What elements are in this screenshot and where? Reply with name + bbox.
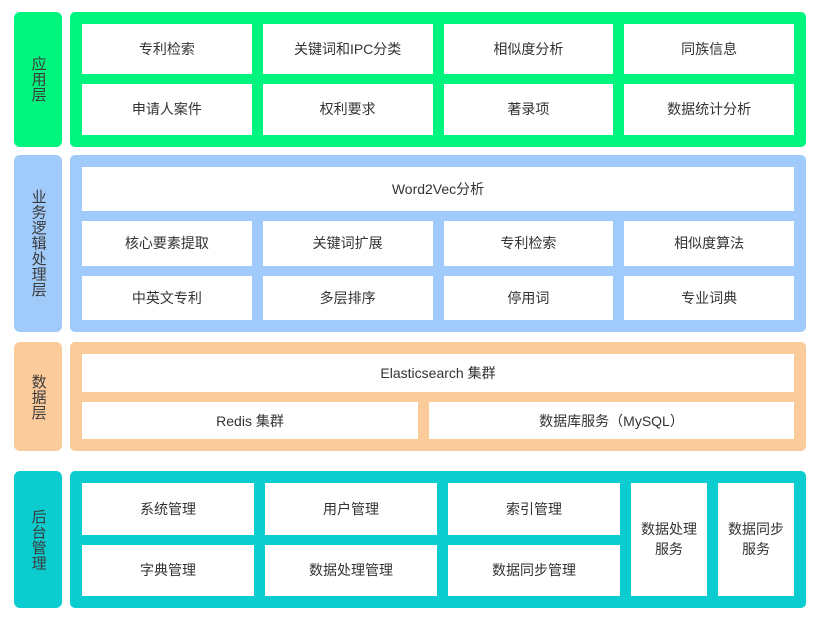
business-row-2: 中英文专利 多层排序 停用词 专业词典 <box>82 275 794 321</box>
module-family-info[interactable]: 同族信息 <box>624 24 794 75</box>
module-patent-search[interactable]: 专利检索 <box>443 221 614 266</box>
layer-business-logic: 业务逻辑处理层 Word2Vec分析 核心要素提取 关键词扩展 专利检索 相似度… <box>14 154 806 333</box>
module-data-sync-management[interactable]: 数据同步管理 <box>448 544 620 597</box>
layer-admin: 后台管理 系统管理 用户管理 索引管理 字典管理 数据处理管理 数据同步管理 数… <box>14 471 806 609</box>
layer-body-data: Elasticsearch 集群 Redis 集群 数据库服务（MySQL） <box>70 342 806 452</box>
module-patent-search[interactable]: 专利检索 <box>82 24 252 75</box>
layer-body-admin: 系统管理 用户管理 索引管理 字典管理 数据处理管理 数据同步管理 数据处理 服… <box>70 471 806 609</box>
module-keyword-ipc-classification[interactable]: 关键词和IPC分类 <box>262 24 433 75</box>
module-dictionary-management[interactable]: 字典管理 <box>82 544 254 597</box>
data-row-split: Redis 集群 数据库服务（MySQL） <box>82 401 794 440</box>
admin-row-1: 系统管理 用户管理 索引管理 <box>82 483 620 535</box>
admin-grid: 系统管理 用户管理 索引管理 字典管理 数据处理管理 数据同步管理 <box>82 483 620 597</box>
module-system-management[interactable]: 系统管理 <box>82 483 254 535</box>
module-multilayer-ranking[interactable]: 多层排序 <box>262 275 433 321</box>
module-database-service-mysql[interactable]: 数据库服务（MySQL） <box>429 401 794 440</box>
module-bibliographic-item[interactable]: 著录项 <box>443 84 614 135</box>
layer-label-admin: 后台管理 <box>14 471 62 609</box>
data-row-banner: Elasticsearch 集群 <box>82 354 794 392</box>
module-word2vec-analysis[interactable]: Word2Vec分析 <box>82 166 794 212</box>
module-redis-cluster[interactable]: Redis 集群 <box>82 401 418 440</box>
module-elasticsearch-cluster[interactable]: Elasticsearch 集群 <box>82 354 794 392</box>
module-similarity-algorithm[interactable]: 相似度算法 <box>624 221 794 266</box>
module-core-element-extraction[interactable]: 核心要素提取 <box>82 221 252 266</box>
module-professional-dictionary[interactable]: 专业词典 <box>624 275 794 321</box>
business-row-banner: Word2Vec分析 <box>82 166 794 212</box>
module-data-processing-service[interactable]: 数据处理 服务 <box>631 483 707 597</box>
layer-application: 应用层 专利检索 关键词和IPC分类 相似度分析 同族信息 申请人案件 权利要求… <box>14 12 806 147</box>
application-row-2: 申请人案件 权利要求 著录项 数据统计分析 <box>82 84 794 135</box>
layer-label-business-logic: 业务逻辑处理层 <box>14 154 62 333</box>
layer-body-application: 专利检索 关键词和IPC分类 相似度分析 同族信息 申请人案件 权利要求 著录项… <box>70 12 806 147</box>
module-data-statistics-analysis[interactable]: 数据统计分析 <box>624 84 794 135</box>
module-data-processing-management[interactable]: 数据处理管理 <box>265 544 437 597</box>
module-similarity-analysis[interactable]: 相似度分析 <box>443 24 614 75</box>
business-row-1: 核心要素提取 关键词扩展 专利检索 相似度算法 <box>82 221 794 266</box>
module-index-management[interactable]: 索引管理 <box>448 483 620 535</box>
layer-body-business-logic: Word2Vec分析 核心要素提取 关键词扩展 专利检索 相似度算法 中英文专利… <box>70 154 806 333</box>
module-keyword-expansion[interactable]: 关键词扩展 <box>262 221 433 266</box>
module-user-management[interactable]: 用户管理 <box>265 483 437 535</box>
admin-row-2: 字典管理 数据处理管理 数据同步管理 <box>82 544 620 597</box>
module-applicant-case[interactable]: 申请人案件 <box>82 84 252 135</box>
module-chinese-english-patent[interactable]: 中英文专利 <box>82 275 252 321</box>
application-row-1: 专利检索 关键词和IPC分类 相似度分析 同族信息 <box>82 24 794 75</box>
layer-label-application: 应用层 <box>14 12 62 147</box>
layer-data: 数据层 Elasticsearch 集群 Redis 集群 数据库服务（MySQ… <box>14 342 806 452</box>
module-data-sync-service[interactable]: 数据同步 服务 <box>718 483 794 597</box>
layer-label-data: 数据层 <box>14 342 62 452</box>
module-claims[interactable]: 权利要求 <box>262 84 433 135</box>
module-stopwords[interactable]: 停用词 <box>443 275 614 321</box>
